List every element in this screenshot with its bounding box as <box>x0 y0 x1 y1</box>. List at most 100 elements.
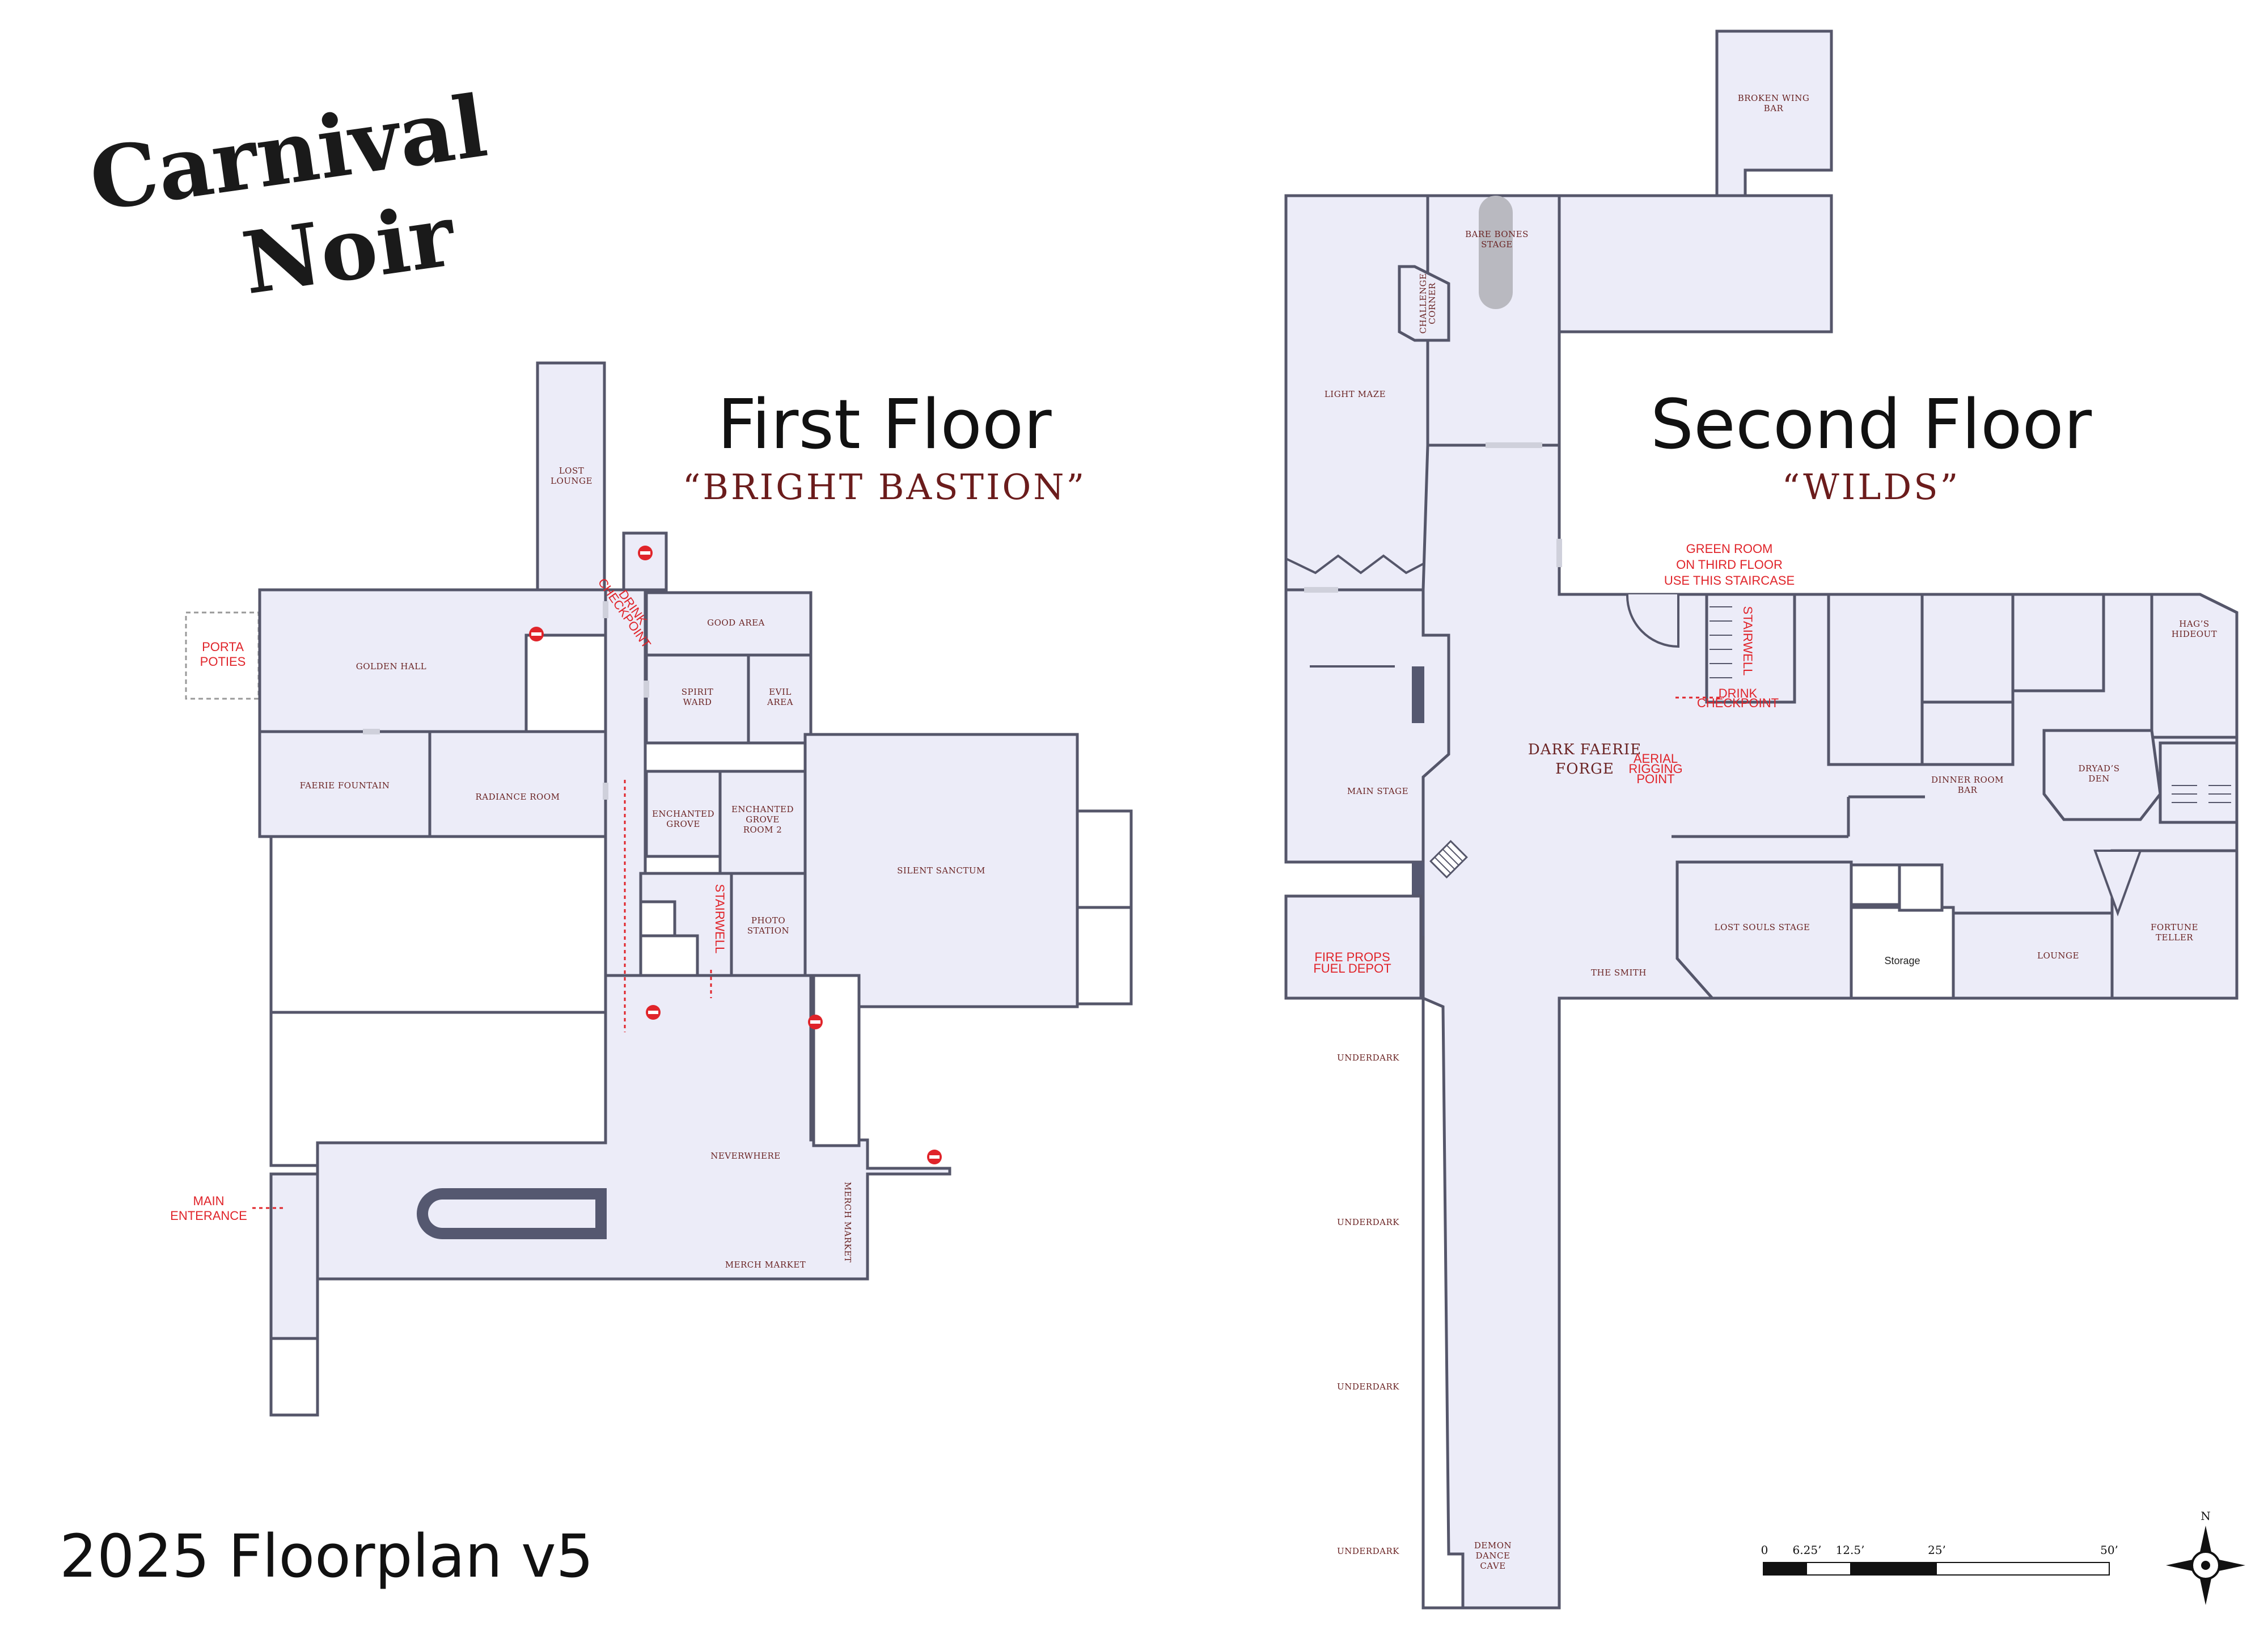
corridor-drink <box>604 588 647 1023</box>
scale-tick-4: 50’ <box>2100 1543 2118 1557</box>
room-east-2 <box>1920 593 2015 704</box>
scale-tick-2: 12.5’ <box>1836 1543 1865 1557</box>
carnival-noir-logo: Carnival Noir <box>84 76 493 314</box>
stair-steps-east <box>2172 785 2231 803</box>
room-good-area <box>645 591 813 657</box>
room-small-1 <box>1850 863 1901 906</box>
wall-column <box>812 974 861 1147</box>
bare-bones-stage-platform <box>1479 196 1513 309</box>
scale-tick-1: 6.25’ <box>1793 1543 1822 1557</box>
room-evil-area <box>747 653 813 745</box>
room-fortune-teller <box>2110 849 2239 1000</box>
room-challenge-corner <box>1398 265 1450 342</box>
second-floor-title: Second Floor <box>1651 386 2092 464</box>
no-entry-icon <box>638 546 653 560</box>
room-lost-lounge <box>536 361 606 592</box>
room-light-maze <box>1284 194 1429 592</box>
corridor-north <box>622 531 668 592</box>
room-neverwhere <box>316 974 951 1281</box>
underdark-wall <box>1421 996 1465 1610</box>
stair-step-1 <box>639 900 676 937</box>
label-underdark-4: UNDERDARK <box>1337 1546 1399 1556</box>
room-faerie-fountain <box>258 730 431 838</box>
stair-steps <box>1710 606 1732 678</box>
room-east-3 <box>2011 593 2105 692</box>
room-storage <box>1850 906 1955 1000</box>
no-entry-icon <box>529 627 544 641</box>
wall-block <box>524 633 607 733</box>
ramp-u-shape <box>417 1188 607 1239</box>
label-underdark-1: UNDERDARK <box>1337 1053 1399 1063</box>
room-spirit-ward <box>645 653 750 745</box>
label-underdark-3: UNDERDARK <box>1337 1382 1399 1392</box>
no-entry-icon <box>646 1005 661 1020</box>
room-dryads-den <box>2042 729 2162 821</box>
label-good-area: GOOD AREA <box>707 618 765 628</box>
porta-poties-area <box>185 611 260 700</box>
room-fire-props <box>1284 894 1423 1000</box>
no-entry-icon <box>927 1150 942 1164</box>
label-merch-market: MERCH MARKET <box>725 1260 806 1270</box>
stair-step-2 <box>639 934 699 977</box>
room-enchanted-grove-2 <box>718 770 807 875</box>
scale-bar: 0 6.25’ 12.5’ 25’ 50’ <box>1761 1543 2118 1576</box>
label-challenge-corner: CHALLENGECORNER <box>1418 273 1437 334</box>
wall-hall-1 <box>269 835 607 1014</box>
label-neverwhere: NEVERWHERE <box>710 1151 781 1161</box>
label-stairwell-2: STAIRWELL <box>1741 606 1755 676</box>
label-stairwell-1: STAIRWELL <box>713 884 727 954</box>
label-underdark-2: UNDERDARK <box>1337 1217 1399 1227</box>
label-light-maze: LIGHT MAZE <box>1325 389 1386 399</box>
footer-title: 2025 Floorplan v5 <box>60 1522 594 1591</box>
second-floor-subtitle: “WILDS” <box>1782 466 1961 508</box>
label-silent-sanctum: SILENT SANCTUM <box>897 865 985 876</box>
room-lost-souls-stage <box>1675 860 1853 1000</box>
no-entry-icon <box>808 1015 823 1029</box>
compass-rose-icon: N <box>2166 1509 2245 1605</box>
first-floor-title: First Floor <box>717 386 1052 464</box>
room-photo-station <box>730 872 807 977</box>
fortune-teller-triangle <box>2093 850 2142 917</box>
entrance-corridor <box>269 1172 319 1340</box>
wall-hall-2 <box>269 1011 607 1167</box>
label-lost-souls-stage: LOST SOULS STAGE <box>1715 922 1810 932</box>
room-hags-hideout <box>2150 593 2239 739</box>
diag-stairs <box>1429 840 1468 879</box>
room-east-1 <box>1827 593 1924 766</box>
label-storage: Storage <box>1884 955 1920 966</box>
scale-tick-3: 25’ <box>1928 1543 1946 1557</box>
first-floor-subtitle: “BRIGHT BASTION” <box>683 466 1087 508</box>
compass-north: N <box>2201 1509 2211 1523</box>
label-the-smith: THE SMITH <box>1591 968 1647 978</box>
room-small-2 <box>1898 863 1944 912</box>
label-main-stage: MAIN STAGE <box>1347 786 1408 796</box>
room-broken-wing-bar <box>1715 29 1833 200</box>
label-radiance-room: RADIANCE ROOM <box>476 792 560 802</box>
room-stair-east <box>2159 741 2239 824</box>
label-faerie-fountain: FAERIE FOUNTAIN <box>300 780 390 791</box>
label-lounge: LOUNGE <box>2037 951 2079 961</box>
stairwell-block-2 <box>1705 593 1796 704</box>
room-lounge <box>1952 911 2114 1000</box>
